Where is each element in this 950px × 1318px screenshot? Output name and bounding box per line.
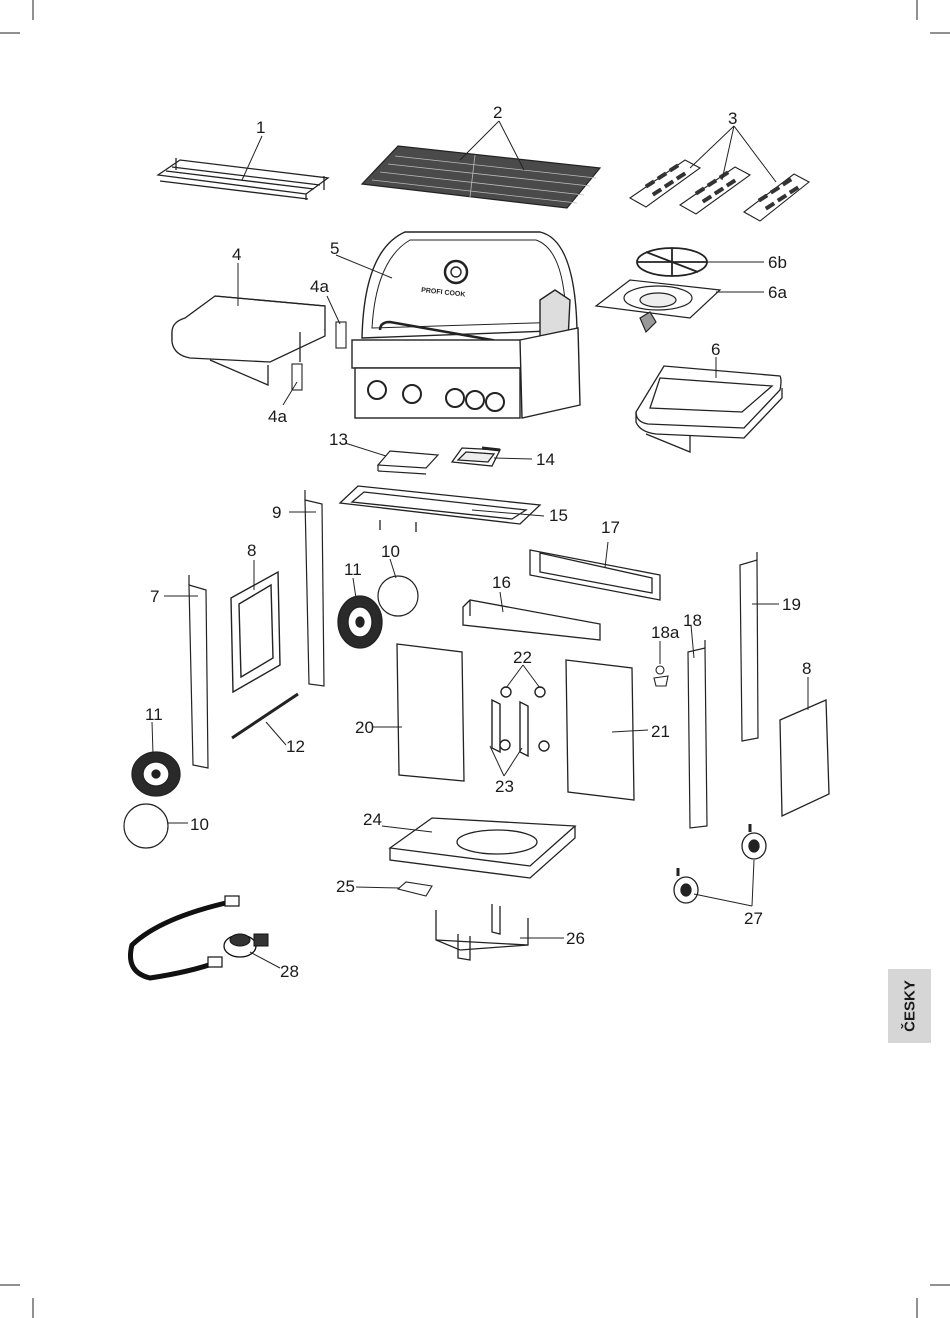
part-label-27: 27 — [744, 909, 763, 928]
door-handle-parts — [492, 687, 549, 756]
part-label-10-bottom: 10 — [190, 815, 209, 834]
part-label-4a-bottom: 4a — [268, 407, 287, 426]
part-label-7: 7 — [150, 587, 159, 606]
front-crossbar-part — [463, 600, 600, 640]
part-label-25: 25 — [336, 877, 355, 896]
part-label-6b: 6b — [768, 253, 787, 272]
grease-tray-part — [340, 486, 540, 532]
part-label-24: 24 — [363, 810, 382, 829]
part-label-6a: 6a — [768, 283, 787, 302]
part-label-3: 3 — [728, 109, 737, 128]
part-label-9: 9 — [272, 503, 281, 522]
right-side-panel-part — [780, 700, 829, 816]
tank-holder-part — [436, 904, 528, 960]
part-label-14: 14 — [536, 450, 555, 469]
part-label-8-left: 8 — [247, 541, 256, 560]
gas-hose-regulator-part — [130, 896, 268, 978]
left-side-panel-part — [231, 572, 280, 692]
part-label-18a: 18a — [651, 623, 680, 642]
part-label-13: 13 — [329, 430, 348, 449]
cabinet-door-parts — [397, 644, 634, 800]
part-label-4: 4 — [232, 245, 241, 264]
bottom-shelf-part — [390, 818, 575, 878]
part-label-4a-top: 4a — [310, 277, 329, 296]
part-label-19: 19 — [782, 595, 801, 614]
part-label-8-right: 8 — [802, 659, 811, 678]
language-tab-label: ČESKY — [901, 980, 918, 1032]
part-label-6: 6 — [711, 340, 720, 359]
heat-shield-part — [378, 451, 438, 474]
rear-crossbar-part — [530, 550, 660, 600]
language-tab: ČESKY — [888, 969, 931, 1043]
flame-tamer-parts — [630, 160, 809, 221]
right-front-leg-part — [688, 640, 707, 828]
part-label-11-top: 11 — [344, 560, 362, 579]
part-label-21: 21 — [651, 722, 670, 741]
axle-part — [232, 694, 298, 738]
part-label-26: 26 — [566, 929, 585, 948]
part-label-23: 23 — [495, 777, 514, 796]
part-label-20: 20 — [355, 718, 374, 737]
grease-cup-part — [452, 448, 500, 466]
part-label-5: 5 — [330, 239, 339, 258]
part-label-11-bottom: 11 — [145, 705, 163, 724]
part-label-2: 2 — [493, 103, 502, 122]
part-label-12: 12 — [286, 737, 305, 756]
cooking-grate-part — [362, 146, 600, 208]
left-front-leg-part — [189, 575, 208, 768]
part-label-1: 1 — [256, 118, 265, 137]
side-burner-plate-part — [596, 280, 720, 332]
part-label-18: 18 — [683, 611, 702, 630]
part-label-10-top: 10 — [381, 542, 400, 561]
right-rear-leg-part — [740, 552, 758, 741]
part-label-16: 16 — [492, 573, 511, 592]
tank-bracket-part — [654, 666, 668, 686]
grill-body-part — [352, 232, 580, 418]
part-label-22: 22 — [513, 648, 532, 667]
shelf-bracket-part — [398, 882, 432, 896]
right-side-table-part — [636, 366, 782, 452]
part-label-17: 17 — [601, 518, 620, 537]
left-rear-leg-part — [305, 490, 324, 686]
side-burner-grate-part — [637, 248, 707, 276]
part-label-15: 15 — [549, 506, 568, 525]
part-label-28: 28 — [280, 962, 299, 981]
